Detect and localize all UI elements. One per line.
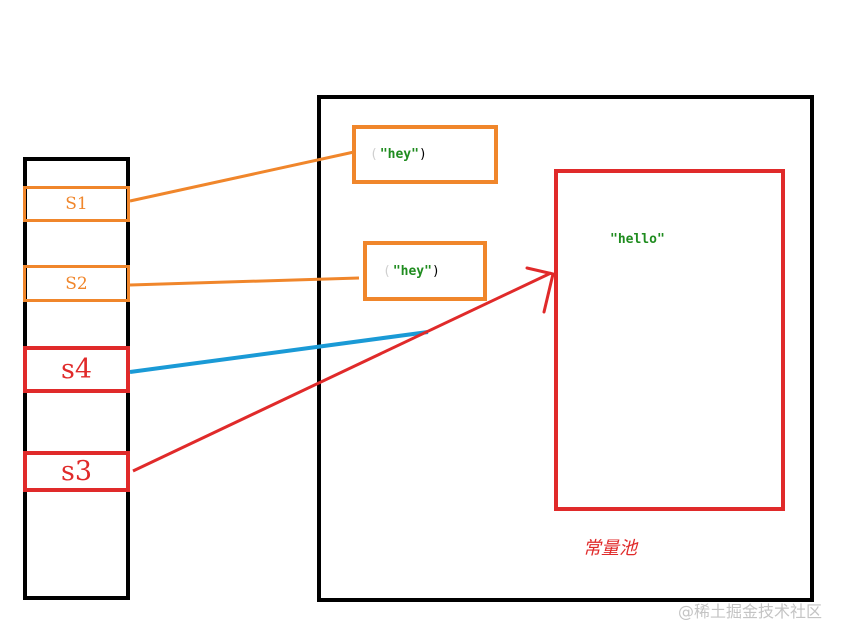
heap-string-2-value: "hey" [392, 263, 432, 279]
constant-pool [554, 169, 785, 511]
heap-string-2-close: ) [431, 263, 440, 279]
heap-string-2-open: ( [383, 263, 391, 279]
var-s4: s4 [23, 346, 130, 393]
heap-string-2: ("hey") [363, 241, 487, 301]
var-s2: S2 [23, 265, 130, 302]
var-s1: S1 [23, 186, 130, 222]
heap-string-1: ("hey") [352, 125, 498, 184]
heap-string-1-open: ( [370, 147, 378, 162]
var-s3: s3 [23, 451, 130, 492]
watermark: @稀土掘金技术社区 [678, 602, 823, 621]
var-s4-label: s4 [60, 354, 93, 385]
heap-string-1-value: "hey" [379, 147, 419, 162]
heap-string-1-close: ) [418, 147, 427, 162]
var-s3-label: s3 [60, 456, 93, 487]
pool-string-hello: "hello" [610, 232, 665, 247]
var-s2-label: S2 [65, 273, 88, 294]
constant-pool-label: 常量池 [583, 538, 637, 559]
var-s1-label: S1 [65, 194, 88, 214]
